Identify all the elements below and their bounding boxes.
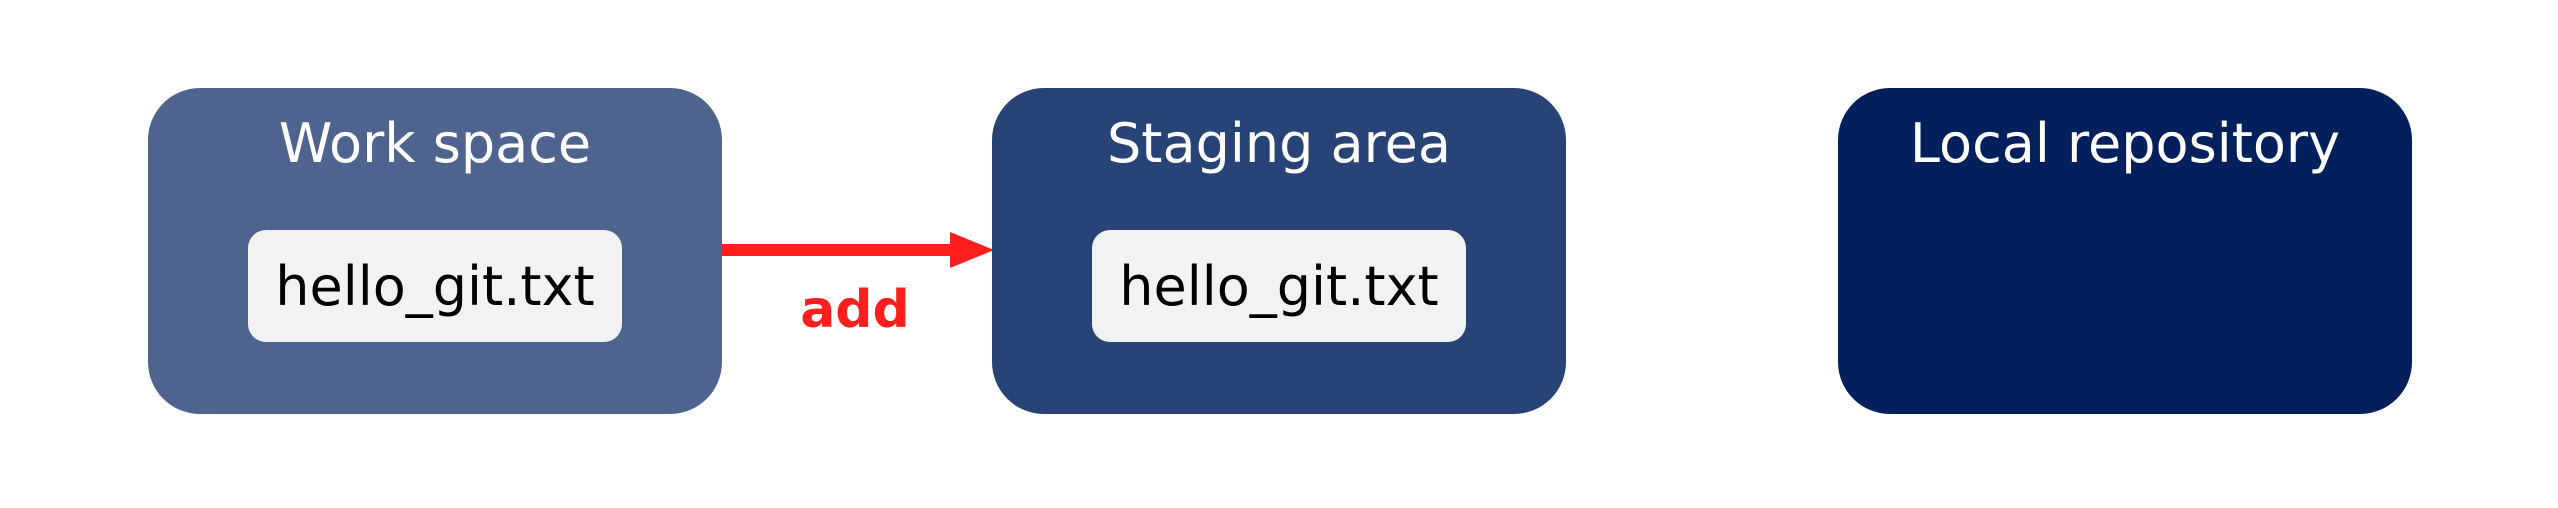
add-arrow <box>722 232 994 268</box>
workspace-box: Work space hello_git.txt <box>148 88 722 414</box>
workspace-file-chip: hello_git.txt <box>248 230 622 342</box>
add-arrow-label: add <box>800 280 910 340</box>
workspace-title: Work space <box>278 112 592 175</box>
staging-box: Staging area hello_git.txt <box>992 88 1566 414</box>
staging-title: Staging area <box>1107 112 1451 175</box>
staging-file-chip: hello_git.txt <box>1092 230 1466 342</box>
local-repository-box: Local repository <box>1838 88 2412 414</box>
local-repository-title: Local repository <box>1909 112 2341 175</box>
add-arrow-head <box>950 232 994 268</box>
